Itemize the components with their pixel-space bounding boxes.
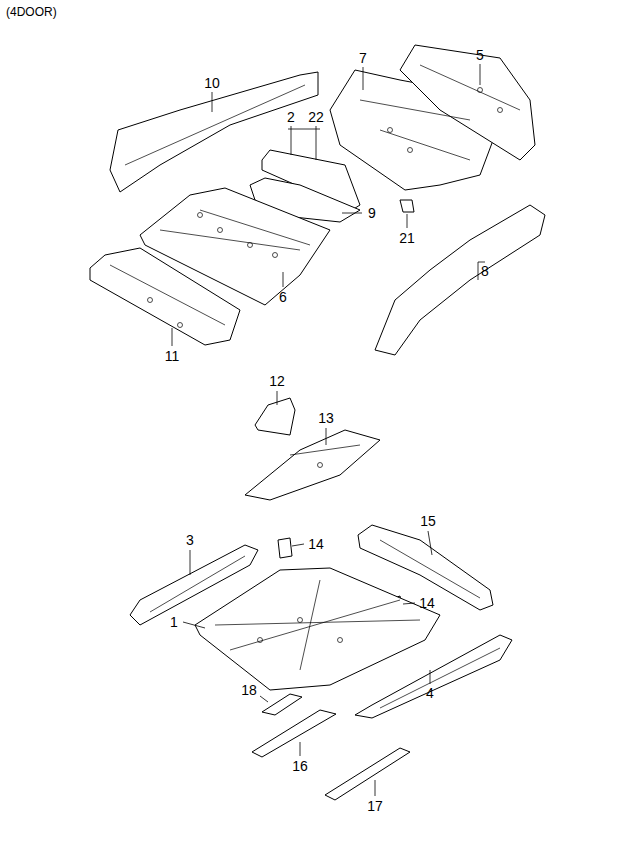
panel-rib (230, 600, 400, 650)
callout-number: 14 (419, 596, 435, 610)
panel-rib (290, 445, 360, 455)
panel-rib (160, 230, 300, 250)
body-panel (325, 748, 410, 800)
callout-number: 17 (367, 799, 383, 813)
leader-line (326, 428, 327, 445)
diagram-title: (4DOOR) (6, 6, 57, 18)
panel-hole (198, 213, 203, 218)
panel-rib (300, 580, 320, 670)
panel-hole (148, 298, 153, 303)
leader-line (212, 92, 213, 112)
callout-number: 21 (399, 231, 415, 245)
body-panel (255, 398, 295, 435)
panel-hole (248, 243, 253, 248)
callout-number: 6 (279, 290, 287, 304)
panel-rib (380, 130, 470, 160)
leader-line (430, 670, 431, 684)
panel-hole (408, 148, 413, 153)
body-panel (245, 430, 380, 500)
callout-number: 4 (426, 686, 434, 700)
panel-hole (258, 638, 263, 643)
body-panel (262, 694, 302, 715)
callout-number: 8 (481, 264, 489, 278)
callout-number: 1 (170, 615, 178, 629)
callout-number: 5 (476, 48, 484, 62)
callout-number: 10 (204, 76, 220, 90)
panel-hole (338, 638, 343, 643)
leader-line (403, 603, 415, 604)
panel-hole (218, 228, 223, 233)
panel-rib (360, 100, 470, 120)
leader-line (316, 126, 317, 160)
body-panel (195, 568, 440, 690)
panel-rib (380, 648, 500, 708)
panel-hole (478, 88, 483, 93)
panel-hole (178, 323, 183, 328)
panel-rib (110, 265, 225, 325)
panel-rib (380, 540, 480, 598)
leader-line (407, 214, 408, 228)
callout-number: 11 (165, 349, 180, 363)
leader-line (480, 64, 481, 85)
callout-number: 2 (287, 110, 295, 124)
body-panel (375, 205, 545, 355)
panel-rib (200, 210, 310, 245)
panel-hole (298, 618, 303, 623)
callout-number: 12 (269, 374, 285, 388)
leader-line (342, 213, 362, 214)
callout-number: 15 (420, 514, 436, 528)
callout-number: 9 (368, 206, 376, 220)
body-panel (400, 45, 535, 160)
body-panel (400, 200, 414, 212)
leader-line (363, 67, 364, 90)
leader-line (428, 531, 432, 555)
leader-line (190, 550, 191, 575)
leader-line (375, 780, 376, 796)
body-panel (278, 538, 292, 558)
leader-line (183, 622, 205, 628)
callout-number: 13 (318, 411, 334, 425)
leader-line (288, 129, 320, 130)
callout-number: 3 (186, 533, 194, 547)
callout-number: 7 (359, 51, 367, 65)
leader-line (283, 272, 284, 287)
leader-line (478, 262, 479, 280)
panel-hole (388, 128, 393, 133)
leader-line (292, 544, 304, 546)
panel-hole (318, 463, 323, 468)
body-panel (90, 248, 240, 345)
leader-line (300, 742, 301, 756)
leader-line (172, 328, 173, 346)
callout-number: 22 (308, 110, 324, 124)
body-panel (355, 635, 512, 718)
leader-line (478, 262, 485, 263)
callout-number: 18 (241, 683, 257, 697)
callout-number: 16 (292, 759, 308, 773)
body-panel (252, 710, 336, 757)
leader-line (291, 126, 292, 155)
panel-rib (125, 85, 305, 165)
leader-line (260, 696, 268, 702)
callout-number: 14 (308, 537, 324, 551)
leader-line (277, 391, 278, 405)
panel-hole (273, 253, 278, 258)
panel-rib (150, 556, 245, 612)
panel-rib (420, 65, 520, 110)
panel-hole (498, 108, 503, 113)
